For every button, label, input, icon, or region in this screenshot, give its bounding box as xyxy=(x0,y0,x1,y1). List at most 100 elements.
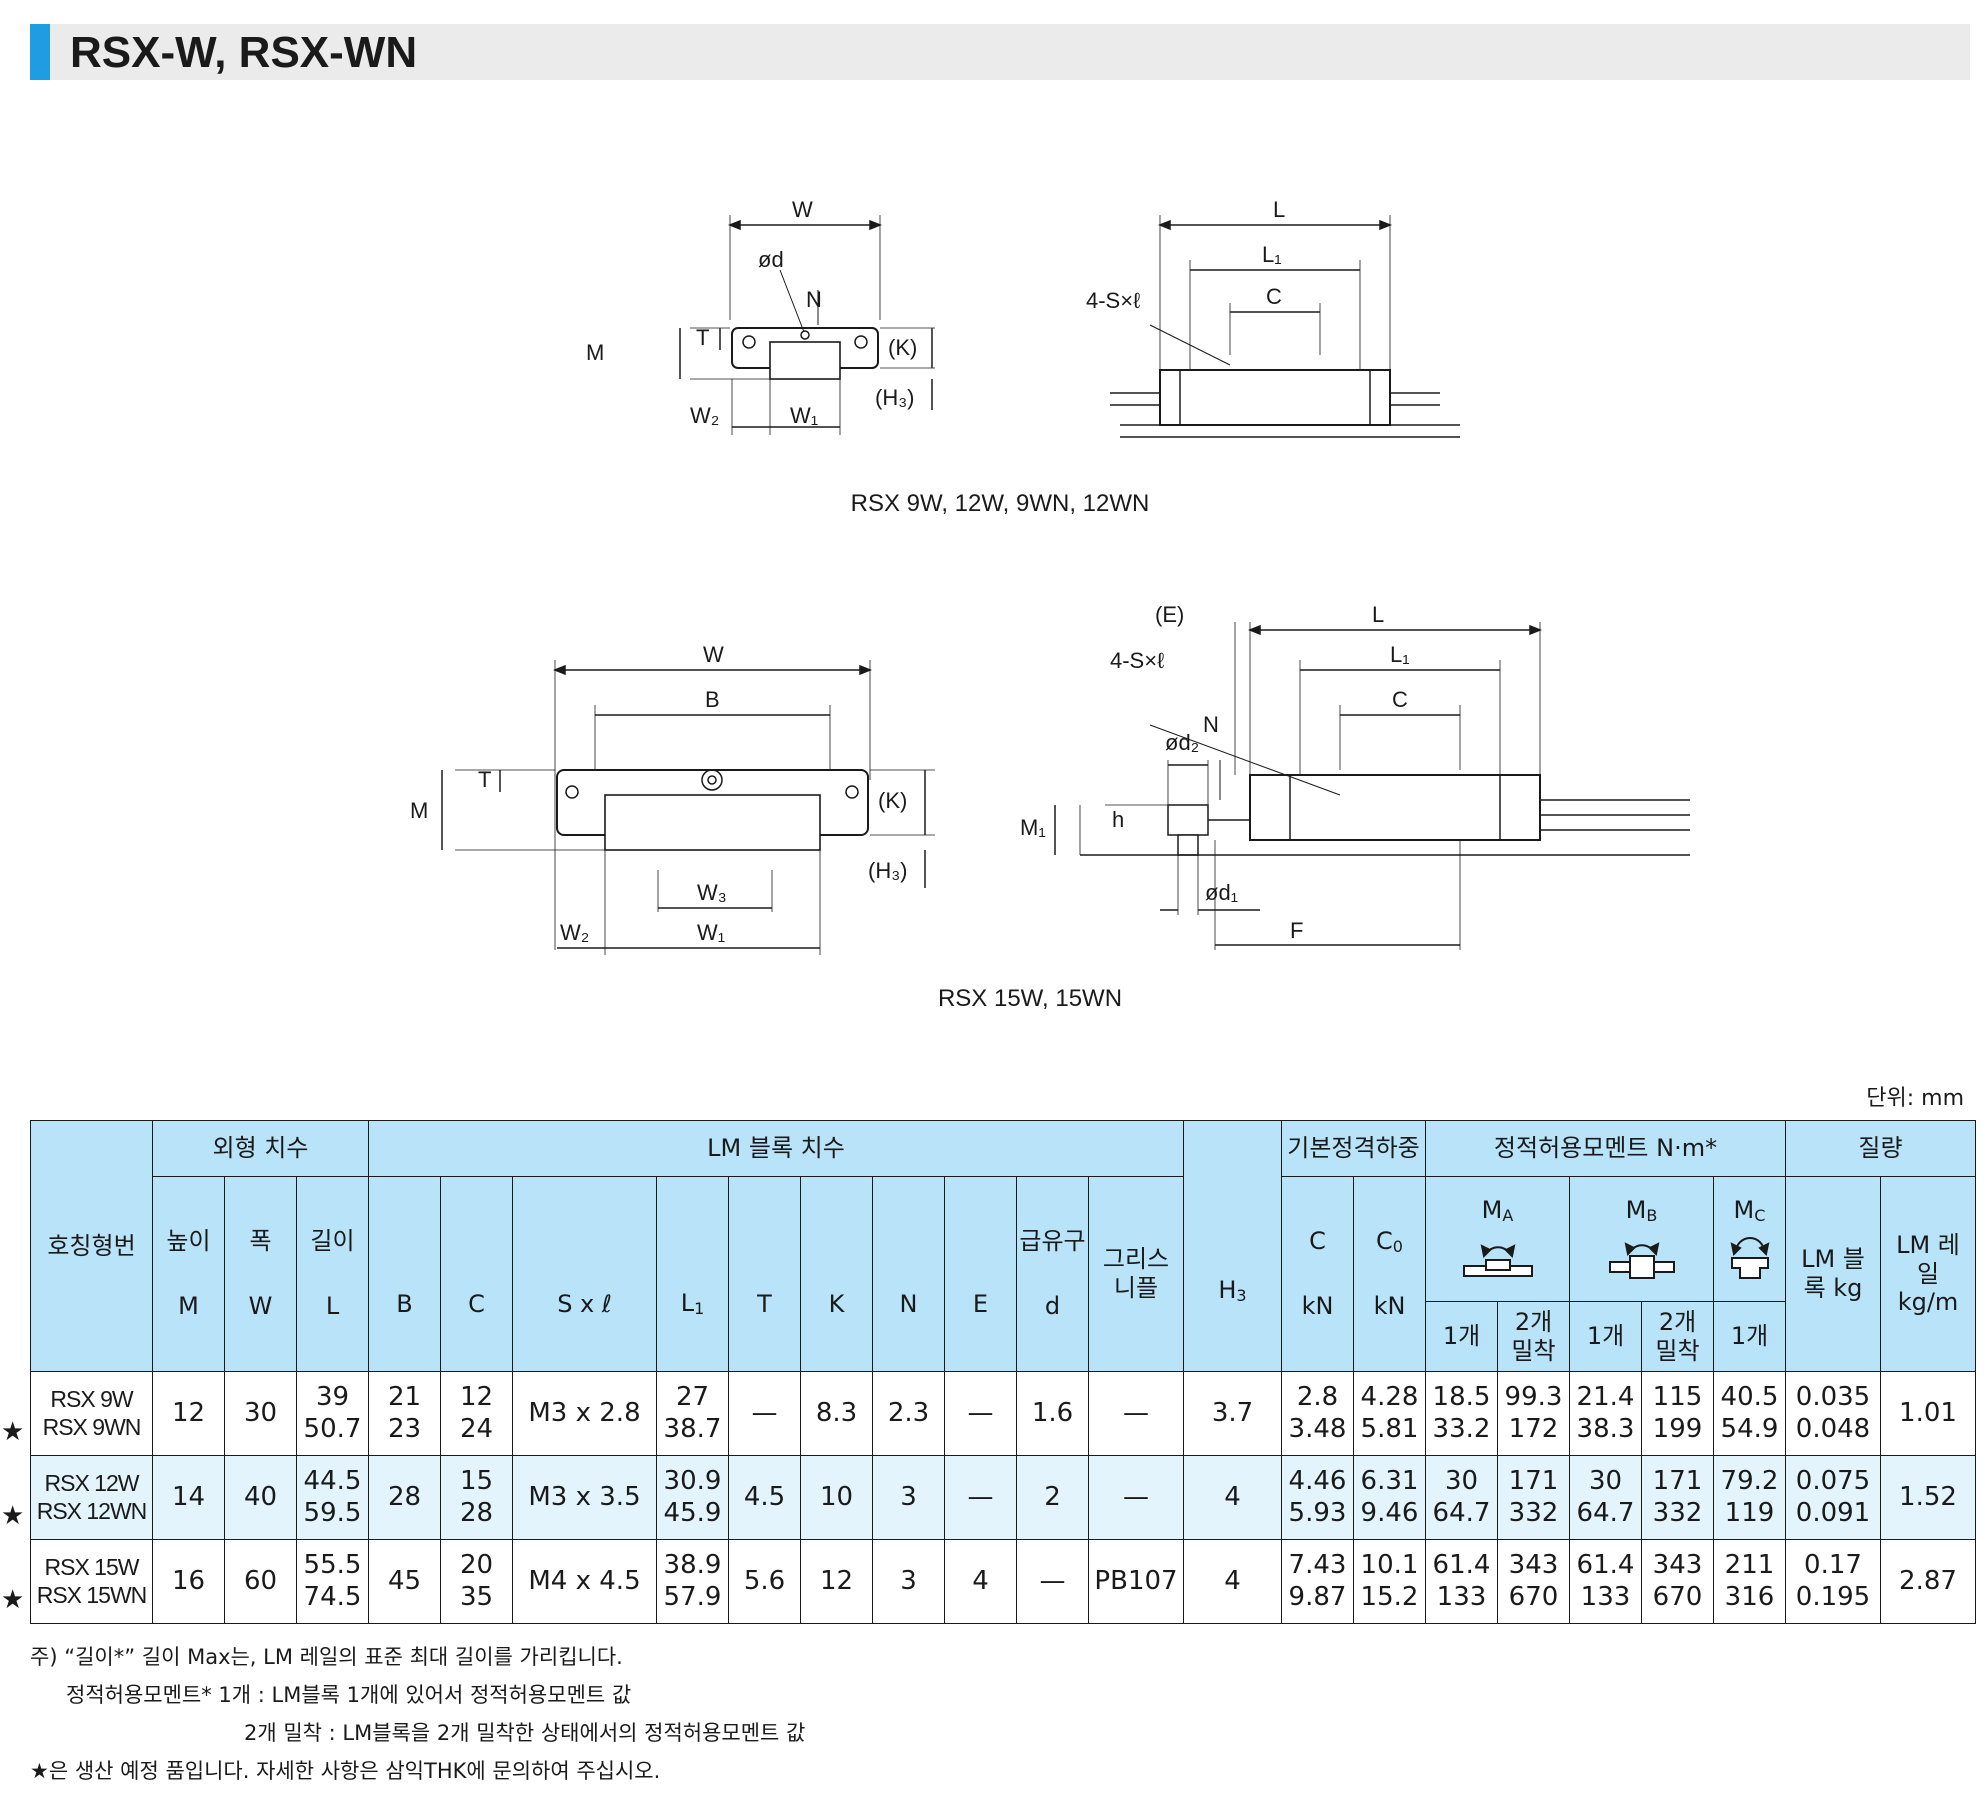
dim-label-M: M xyxy=(410,798,428,823)
cell-rail-kgm: 1.01 xyxy=(1880,1371,1976,1456)
header-grease-nipple: 그리스 니플 xyxy=(1088,1176,1184,1372)
cell-N: 3 xyxy=(872,1455,945,1540)
dim-label-E: (E) xyxy=(1155,602,1184,627)
header-Sl: S x ℓ xyxy=(512,1176,657,1372)
header-MA-one: 1개 xyxy=(1425,1301,1498,1372)
dim-label-N: N xyxy=(1203,712,1219,737)
cell-d: 2 xyxy=(1016,1455,1089,1540)
dim-label-Sl: 4-S×ℓ xyxy=(1110,648,1165,673)
moment-a-icon xyxy=(1462,1243,1533,1277)
cell-N: 2.3 xyxy=(872,1371,945,1456)
header-H3: H3 xyxy=(1183,1120,1282,1372)
cell-W: 60 xyxy=(224,1539,297,1624)
cell-H3: 3.7 xyxy=(1183,1371,1282,1456)
dim-label-C: C xyxy=(1266,284,1282,309)
footnote-line-4: ★은 생산 예정 품입니다. 자세한 사항은 삼익THK에 문의하여 주십시오. xyxy=(30,1759,661,1783)
cell-E: 4 xyxy=(944,1539,1017,1624)
star-icon: ★ xyxy=(1,1500,24,1530)
title-accent-bar xyxy=(30,24,50,80)
dim-label-M: M xyxy=(586,340,604,365)
drawing-large-side-view: L (E) L₁ 4-S×ℓ C N ød₂ h M₁ ød₁ F xyxy=(1020,602,1690,950)
header-MC: MC xyxy=(1713,1176,1786,1302)
header-E: E xyxy=(944,1176,1017,1372)
header-K: K xyxy=(800,1176,873,1372)
header-MA: MA xyxy=(1425,1176,1570,1302)
dim-label-N: N xyxy=(806,287,822,312)
drawing-caption-large: RSX 15W, 15WN xyxy=(937,985,1123,1012)
cell-Sl: M3 x 2.8 xyxy=(512,1371,657,1456)
cell-K: 12 xyxy=(800,1539,873,1624)
cell-B: 28 xyxy=(368,1455,441,1540)
dim-label-W3: W₃ xyxy=(697,880,727,905)
header-N: N xyxy=(872,1176,945,1372)
cell-d: 1.6 xyxy=(1016,1371,1089,1456)
header-model: 호칭형번 xyxy=(30,1120,153,1372)
cell-nipple: — xyxy=(1088,1371,1184,1456)
cell-N: 3 xyxy=(872,1539,945,1624)
dim-label-K: (K) xyxy=(888,335,917,360)
dim-label-T: T xyxy=(478,767,491,792)
dim-label-od: ød xyxy=(758,247,784,272)
page-title: RSX-W, RSX-WN xyxy=(70,28,418,77)
unit-note: 단위: mm xyxy=(1866,1086,1964,1111)
footnote-line-3: 2개 밀착 : LM블록을 2개 밀착한 상태에서의 정적허용모멘트 값 xyxy=(244,1721,806,1745)
dim-label-od2: ød₂ xyxy=(1165,730,1199,755)
dim-label-Sl: 4-S×ℓ xyxy=(1086,288,1141,313)
dim-label-W1: W₁ xyxy=(790,403,818,428)
dim-label-L: L xyxy=(1273,197,1285,222)
drawing-large-end-view: W B T M (K) (H₃) W₃ W₂ W₁ xyxy=(410,642,935,955)
spec-table: 호칭형번 외형 치수 LM 블록 치수 H3 기본정격하중 정적허용모멘트 N·… xyxy=(1,1120,1976,1624)
header-C: C xyxy=(440,1176,513,1372)
drawing-caption-small: RSX 9W, 12W, 9WN, 12WN xyxy=(850,490,1150,517)
cell-nipple: — xyxy=(1088,1455,1184,1540)
dim-label-W: W xyxy=(703,642,724,667)
header-block-dims: LM 블록 치수 xyxy=(368,1120,1184,1177)
title-bar: RSX-W, RSX-WN xyxy=(30,24,1970,80)
dim-label-T: T xyxy=(696,325,709,350)
dim-label-W1: W₁ xyxy=(697,920,725,945)
header-L1: L1 xyxy=(656,1176,729,1372)
cell-M: 16 xyxy=(152,1539,225,1624)
header-mass: 질량 xyxy=(1785,1120,1976,1177)
header-lm-rail-mass: LM 레일 kg/m xyxy=(1880,1176,1976,1372)
dim-label-W2: W₂ xyxy=(560,920,589,945)
header-MB-one: 1개 xyxy=(1569,1301,1642,1372)
cell-W: 40 xyxy=(224,1455,297,1540)
header-MC-one: 1개 xyxy=(1713,1301,1786,1372)
dim-label-C: C xyxy=(1392,687,1408,712)
